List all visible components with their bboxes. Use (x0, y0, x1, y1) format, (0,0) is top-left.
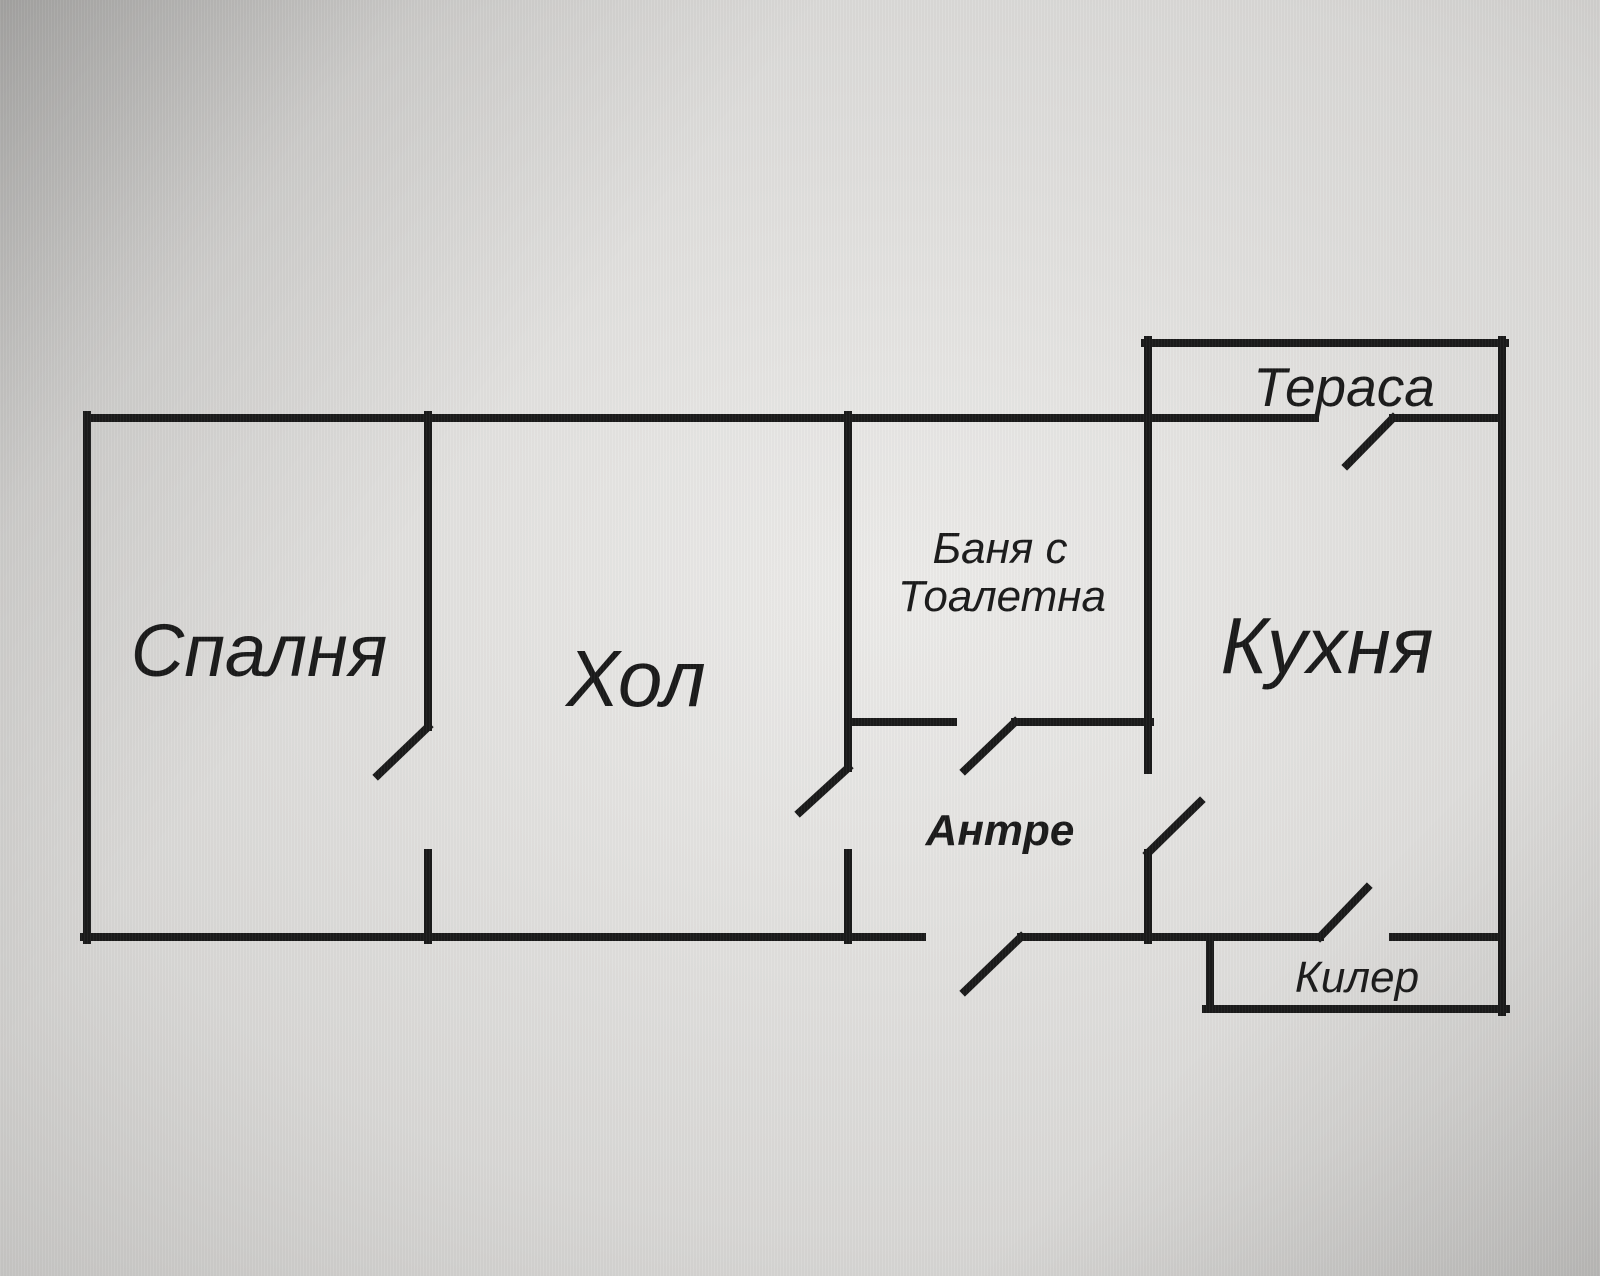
door-leaf-bedroom (372, 721, 434, 781)
label-bathroom-line1: Баня с (932, 524, 1067, 573)
door-leaf-kitchen (1142, 796, 1206, 859)
label-terrace: Тераса (1253, 356, 1435, 418)
door-leaf-terrace (1341, 412, 1399, 471)
label-living-room: Хол (564, 634, 705, 723)
door-leaf-living (794, 762, 854, 818)
label-kitchen: Кухня (1220, 601, 1433, 690)
label-bathroom-line2: Тоалетна (898, 572, 1106, 621)
label-hallway: Антре (925, 806, 1075, 855)
door-leaf-entrance (959, 931, 1027, 997)
label-bedroom: Спалня (131, 609, 387, 692)
door-leaf-bathroom (959, 716, 1021, 776)
door-leaf-pantry (1314, 882, 1373, 943)
label-pantry: Килер (1295, 953, 1419, 1002)
